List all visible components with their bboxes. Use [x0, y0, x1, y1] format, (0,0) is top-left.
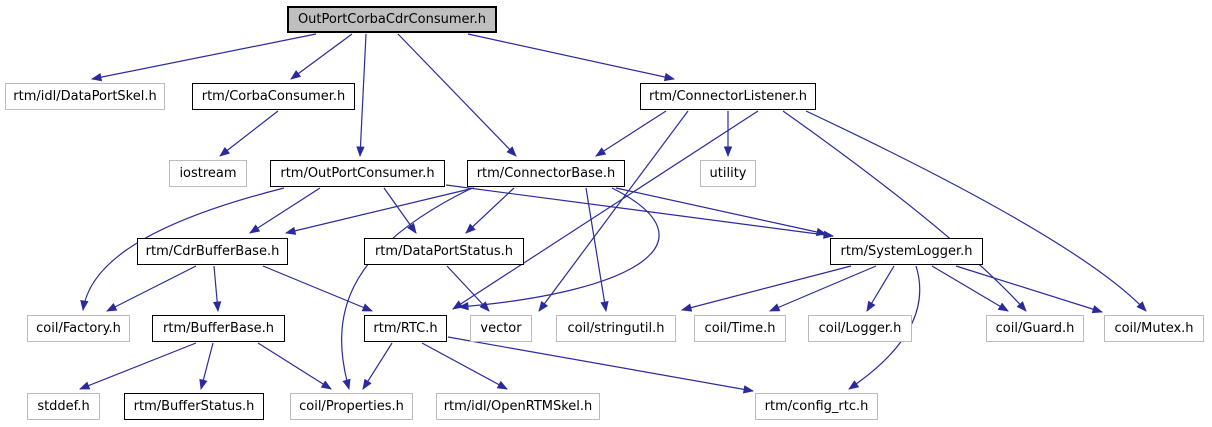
node-properties: coil/Properties.h	[290, 393, 413, 420]
node-guard: coil/Guard.h	[986, 315, 1084, 342]
edge-cdrbufferbase-to-factory	[106, 265, 197, 312]
edge-root-to-outportconsumer	[356, 33, 367, 158]
edge-root-to-connectorlistener	[467, 33, 676, 82]
edge-bufferbase-to-bufferstatus	[199, 342, 214, 391]
edge-systemlogger-to-time	[769, 265, 877, 312]
node-stddef: stddef.h	[27, 393, 100, 420]
edge-connectorlistener-to-guard	[782, 110, 1027, 312]
edge-connectorlistener-to-rtc	[452, 110, 759, 310]
edge-connectorlistener-to-vector	[538, 110, 689, 312]
edge-outportconsumer-to-factory	[80, 187, 285, 312]
edge-dataportstatus-to-vector	[446, 265, 490, 312]
edge-rtc-to-config_rtc	[447, 336, 755, 394]
node-dataportstatus[interactable]: rtm/DataPortStatus.h	[364, 238, 524, 265]
node-logger: coil/Logger.h	[808, 315, 912, 342]
node-time: coil/Time.h	[694, 315, 786, 342]
edge-connectorbase-to-dataportstatus	[465, 187, 515, 234]
edge-rtc-to-openrtmskel	[421, 342, 508, 390]
edge-outportconsumer-to-dataportstatus	[383, 187, 417, 234]
node-dataportskel: rtm/idl/DataPortSkel.h	[5, 83, 165, 110]
node-iostream: iostream	[169, 160, 247, 187]
node-rtc[interactable]: rtm/RTC.h	[364, 315, 447, 342]
edge-systemlogger-to-guard	[931, 265, 1009, 312]
edge-outportconsumer-to-cdrbufferbase	[249, 187, 321, 234]
edge-corbaconsumer-to-iostream	[219, 110, 279, 157]
node-openrtmskel: rtm/idl/OpenRTMSkel.h	[436, 393, 600, 420]
edge-root-to-corbaconsumer	[290, 33, 353, 80]
edge-connectorbase-to-rtc	[457, 187, 660, 311]
edge-cdrbufferbase-to-rtc	[262, 265, 373, 312]
node-vector: vector	[470, 315, 532, 342]
node-bufferstatus[interactable]: rtm/BufferStatus.h	[124, 393, 264, 420]
node-stringutil: coil/stringutil.h	[556, 315, 676, 342]
node-mutex: coil/Mutex.h	[1104, 315, 1204, 342]
edge-connectorlistener-to-connectorbase	[595, 110, 667, 157]
node-cdrbufferbase[interactable]: rtm/CdrBufferBase.h	[137, 238, 288, 265]
edge-root-to-connectorbase	[397, 33, 517, 157]
node-corbaconsumer[interactable]: rtm/CorbaConsumer.h	[192, 83, 355, 110]
edge-bufferbase-to-stddef	[79, 342, 197, 390]
edge-connectorlistener-to-mutex	[805, 110, 1147, 312]
edge-connectorbase-to-stringutil	[585, 187, 609, 313]
edge-connectorbase-to-cdrbufferbase	[284, 187, 475, 235]
node-connectorlistener[interactable]: rtm/ConnectorListener.h	[640, 83, 816, 110]
edge-rtc-to-properties	[362, 342, 393, 390]
edge-outportconsumer-to-systemlogger	[445, 184, 835, 239]
edge-systemlogger-to-logger	[866, 265, 895, 312]
edge-systemlogger-to-mutex	[955, 265, 1104, 314]
node-systemlogger[interactable]: rtm/SystemLogger.h	[830, 238, 983, 265]
edge-connectorbase-to-systemlogger	[615, 187, 828, 237]
edge-bufferbase-to-properties	[257, 342, 332, 390]
node-factory: coil/Factory.h	[27, 315, 130, 342]
edge-systemlogger-to-stringutil	[680, 265, 852, 312]
node-outportconsumer[interactable]: rtm/OutPortConsumer.h	[270, 160, 445, 187]
node-config_rtc: rtm/config_rtc.h	[755, 393, 878, 420]
edge-connectorbase-to-properties	[341, 187, 473, 391]
node-utility: utility	[700, 160, 756, 187]
node-root: OutPortCorbaCdrConsumer.h	[287, 6, 497, 33]
edge-cdrbufferbase-to-bufferbase	[212, 265, 222, 313]
node-connectorbase[interactable]: rtm/ConnectorBase.h	[467, 160, 625, 187]
edge-root-to-dataportskel	[90, 33, 317, 82]
node-bufferbase[interactable]: rtm/BufferBase.h	[152, 315, 285, 342]
